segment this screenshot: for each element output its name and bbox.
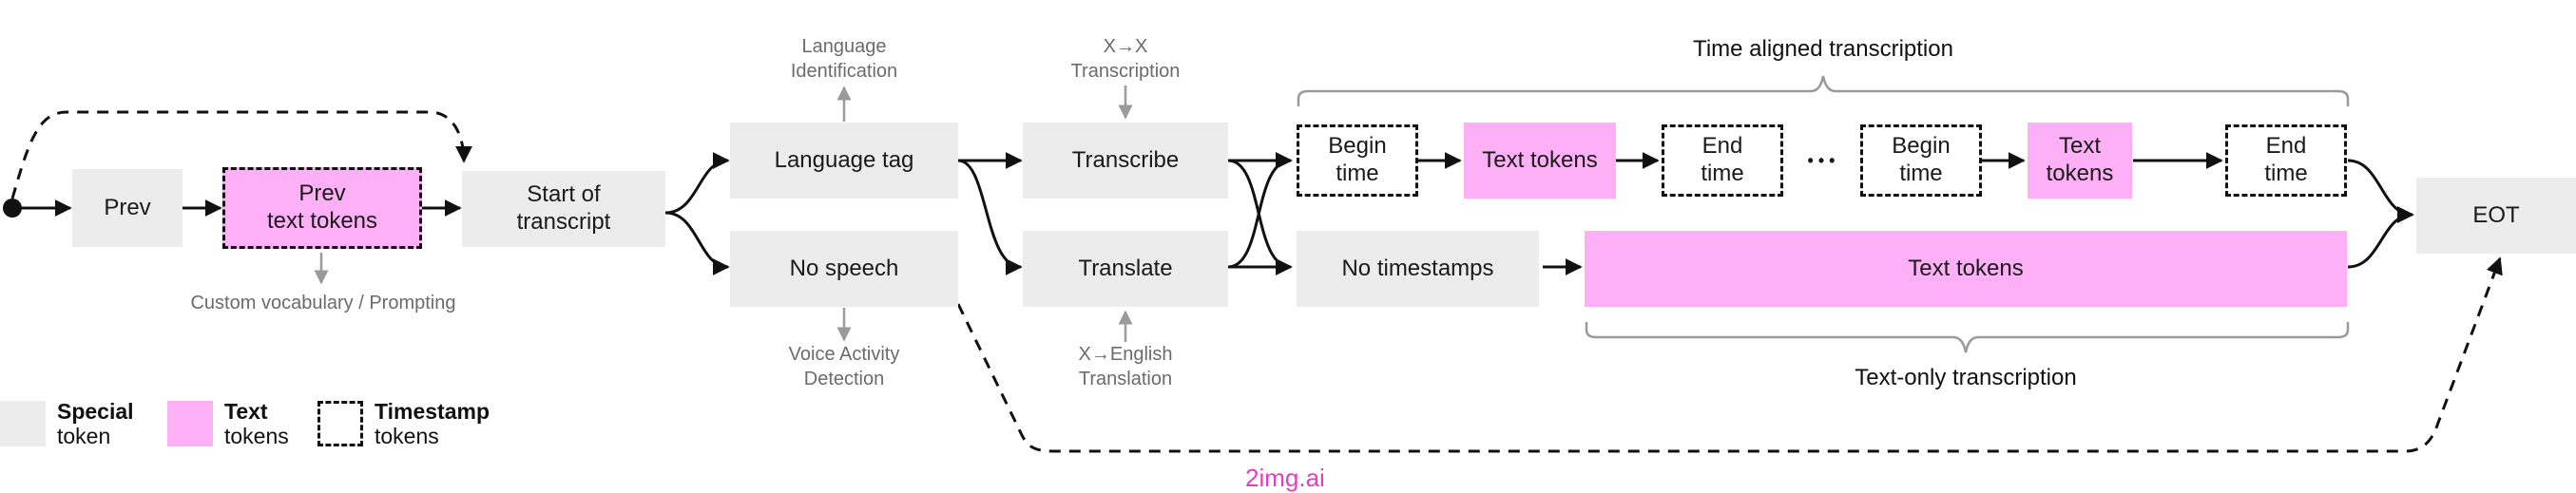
prev-text-tokens-label: Prev text tokens [266,180,378,234]
eot-token: EOT [2416,178,2576,254]
annotation-custom-vocab: Custom vocabulary / Prompting [190,293,456,313]
translate-label: Translate [1078,255,1173,281]
no-timestamps-label: No timestamps [1341,255,1494,281]
legend-text-bold: Text [224,399,268,424]
ellipsis: • • • [1793,142,1850,180]
annotation-vad: Voice Activity Detection [788,344,900,389]
edge-end2-eot [2347,159,2414,223]
edge-nospeech-eot [956,256,2503,453]
eot-label: EOT [2472,201,2520,228]
legend-text-swatch [167,401,213,446]
end-time-token-2: End time [2225,124,2347,197]
no-timestamps-token: No timestamps [1297,231,1539,307]
language-tag-label: Language tag [774,146,914,173]
prev-label: Prev [104,194,151,220]
transcribe-token: Transcribe [1023,123,1228,199]
legend-timestamp: Timestamp tokens [375,399,490,449]
edge-texttokens-eot [2347,206,2414,269]
legend-timestamp-rest: tokens [375,424,439,449]
end-time-token-1: End time [1662,124,1783,197]
legend-special-rest: token [57,424,111,449]
legend-timestamp-bold: Timestamp [375,399,490,424]
legend-timestamp-swatch [317,401,363,446]
prev-text-tokens: Prev text tokens [222,167,422,249]
edge-langtag-translate [957,159,1023,275]
begin-time-token-2: Begin time [1860,124,1982,197]
label-text-only: Text-only transcription [1855,365,2077,390]
annotation-x-to-english: X→English Translation [1078,344,1173,389]
text-tokens-1: Text tokens [1464,123,1616,199]
legend-text-rest: tokens [224,424,289,449]
text-tokens-label-2: Text tokens [2046,133,2114,186]
bracket-text-only [1585,322,2350,353]
start-dot [3,199,22,218]
text-tokens-2-box: Text tokens [2028,123,2132,199]
legend-special-swatch [0,401,46,446]
label-time-aligned: Time aligned transcription [1693,36,1953,62]
edge-sot-nospeech [664,211,730,275]
start-of-transcript-token: Start of transcript [462,171,665,247]
legend-special-bold: Special [57,399,134,424]
begin-time-label-2: Begin time [1892,133,1951,186]
watermark: 2img.ai [1245,464,1325,492]
annotation-language-identification: Language Identification [790,36,898,82]
annotation-x-to-x: X→X Transcription [1070,36,1181,82]
legend-special: Special token [57,399,134,449]
edge-translate-begintime [1227,152,1293,269]
start-of-transcript-label: Start of transcript [516,181,611,235]
begin-time-token-1: Begin time [1297,124,1418,197]
edge-skip-to-sot [10,110,472,199]
prev-token: Prev [72,169,183,247]
bracket-time-aligned [1297,75,2350,106]
text-tokens-long-label: Text tokens [1908,255,2024,281]
language-tag-token: Language tag [730,123,958,199]
text-tokens-long: Text tokens [1585,231,2347,307]
edge-sot-langtag [664,152,730,215]
end-time-label-2: End time [2264,133,2308,186]
end-time-label-1: End time [1701,133,1744,186]
text-tokens-label-1: Text tokens [1482,146,1598,173]
no-speech-label: No speech [789,255,899,281]
ellipsis-label: • • • [1807,151,1836,171]
transcribe-label: Transcribe [1071,146,1180,173]
begin-time-label-1: Begin time [1328,133,1387,186]
legend-text: Text tokens [224,399,289,449]
translate-token: Translate [1023,231,1228,307]
no-speech-token: No speech [730,231,958,307]
